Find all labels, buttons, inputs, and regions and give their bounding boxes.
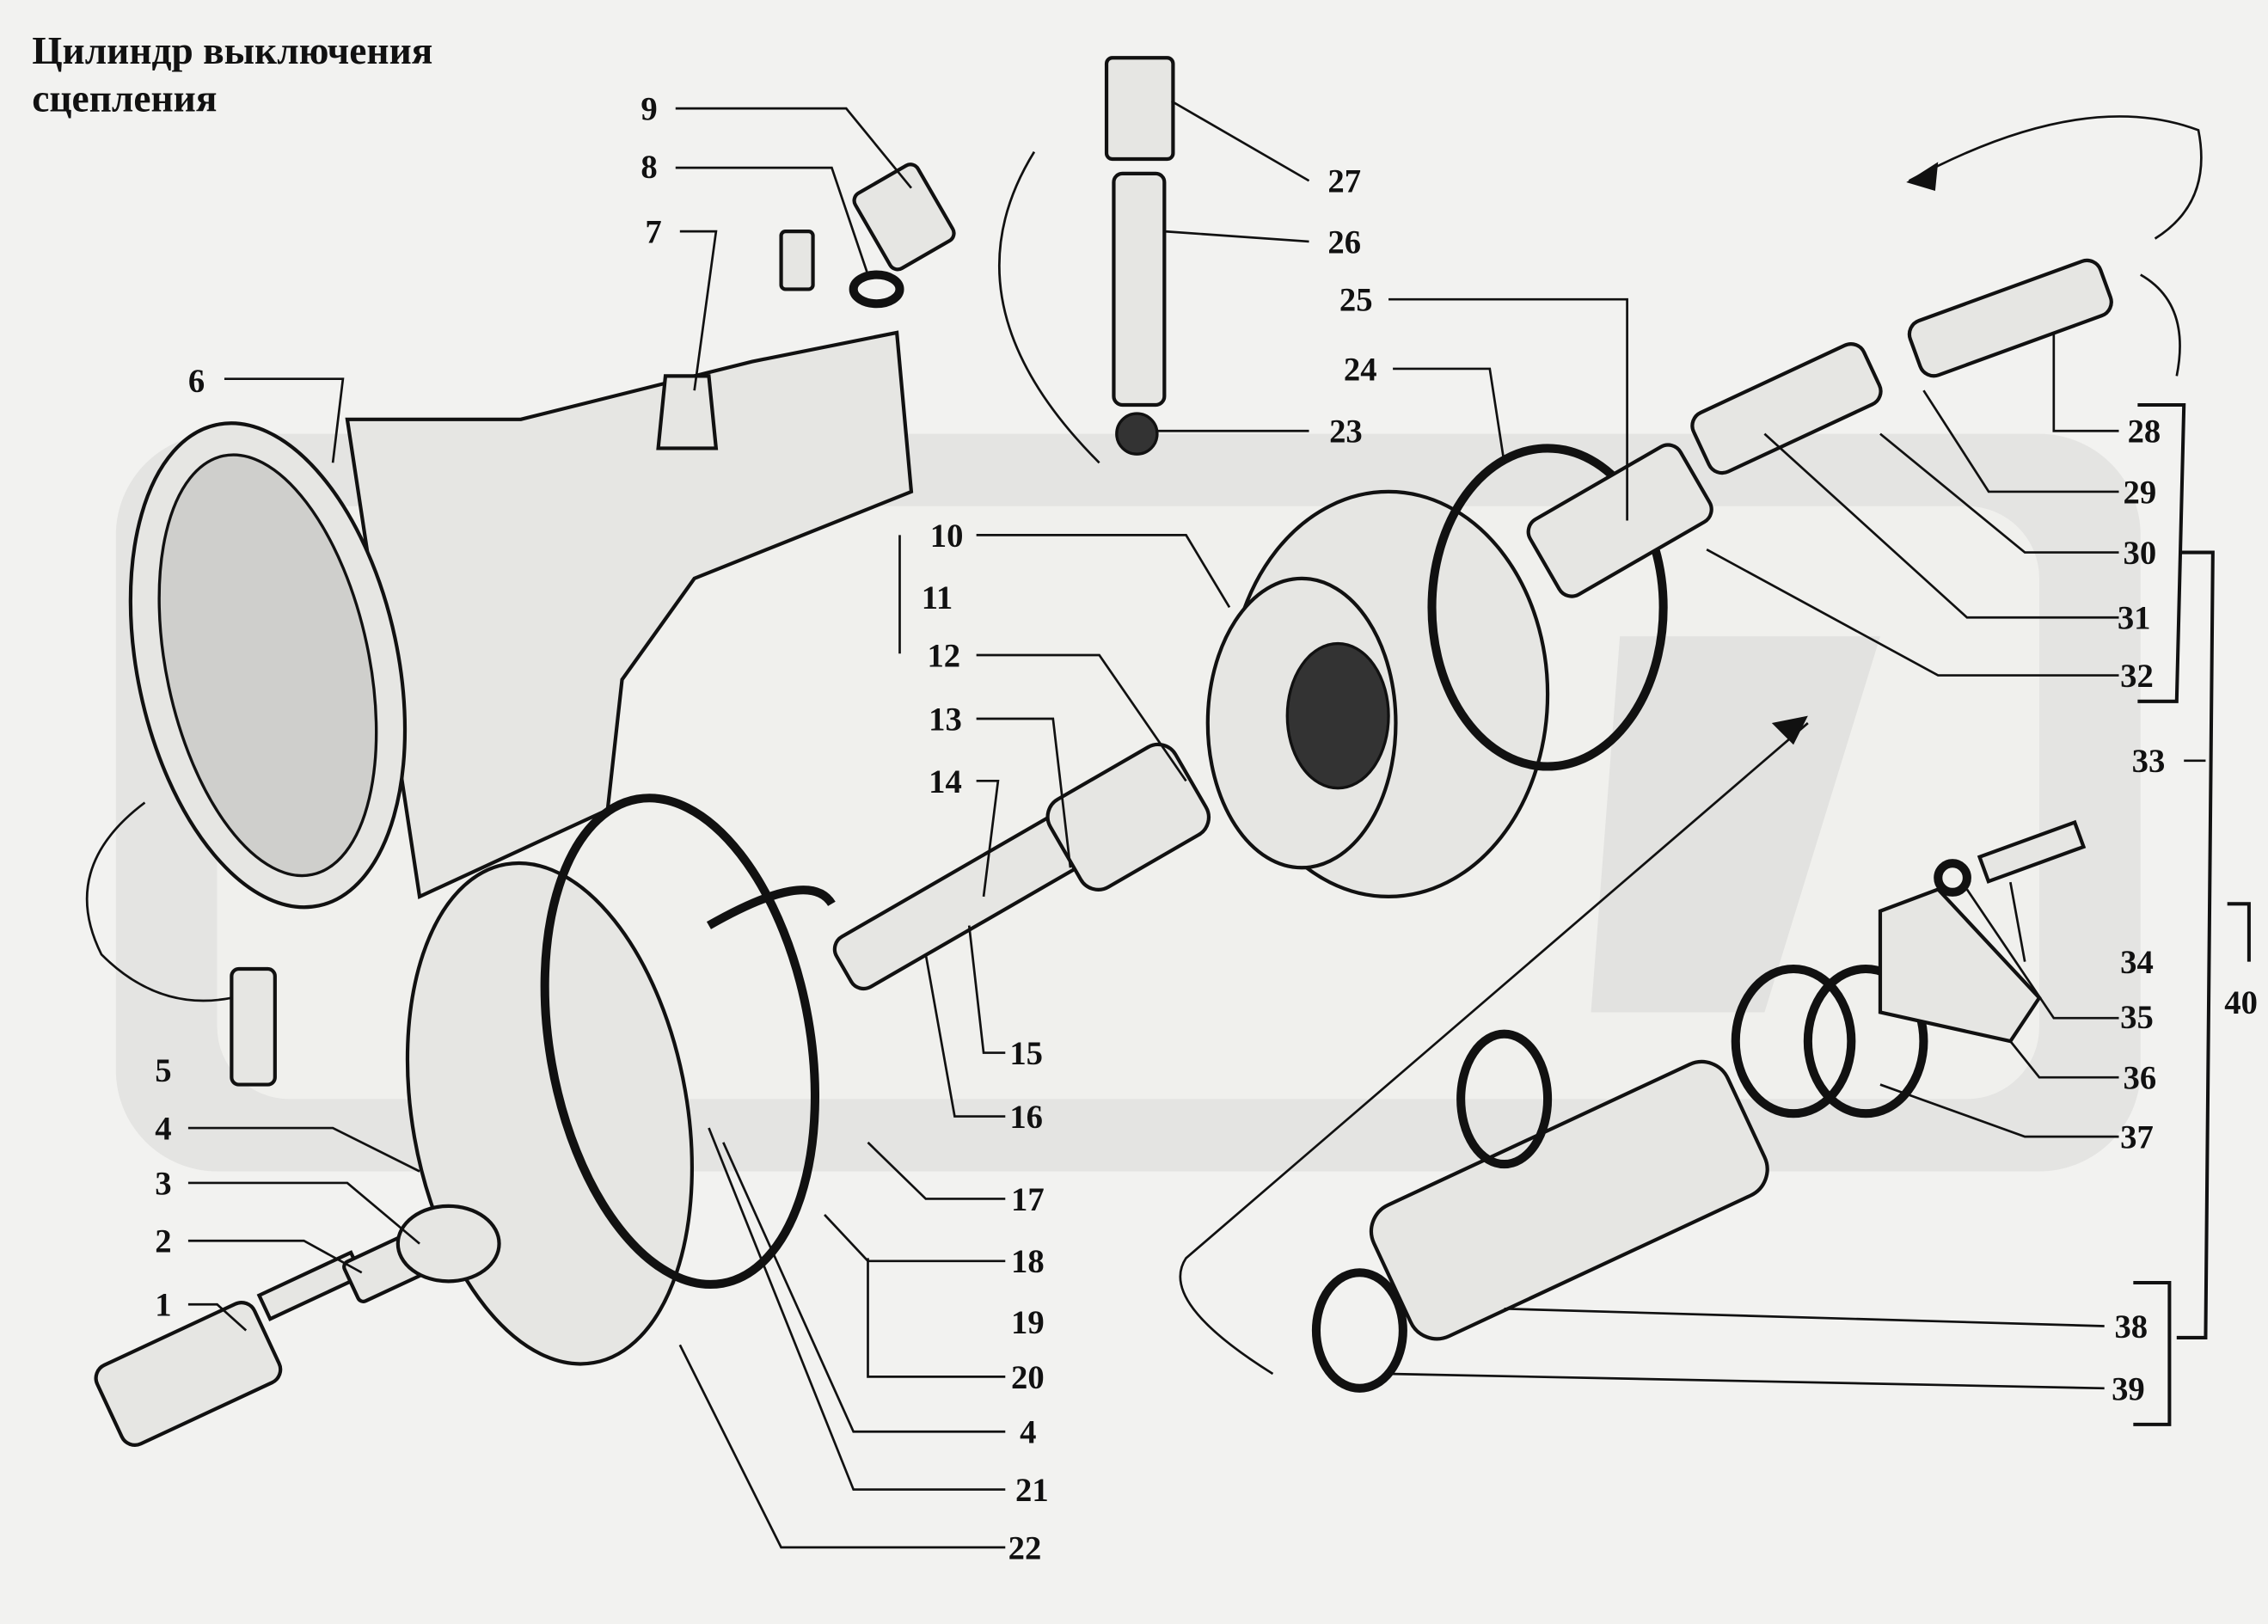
callout-14: 14 <box>929 764 962 800</box>
callout-37: 37 <box>2120 1120 2154 1156</box>
leader-lines <box>187 100 2251 1549</box>
callout-12: 12 <box>927 638 960 674</box>
callout-7: 7 <box>645 215 661 251</box>
callout-4-lower: 4 <box>1020 1415 1036 1451</box>
callout-19: 19 <box>1011 1305 1045 1341</box>
flow-arrows <box>85 115 2203 1376</box>
callout-34: 34 <box>2120 945 2154 981</box>
callout-29: 29 <box>2124 475 2157 511</box>
callout-9: 9 <box>641 92 657 128</box>
callout-33: 33 <box>2132 744 2166 780</box>
callout-22: 22 <box>1008 1530 1042 1566</box>
diagram-title-line1: Цилиндр выключения <box>32 29 432 72</box>
piston <box>1205 489 1550 899</box>
o-ring-24 <box>1427 444 1668 771</box>
callout-5: 5 <box>155 1053 171 1089</box>
callout-31: 31 <box>2118 601 2151 637</box>
callout-38: 38 <box>2114 1309 2148 1345</box>
callout-labels: 1 2 3 4 5 6 7 8 9 10 11 12 13 14 15 16 1… <box>155 92 2258 1567</box>
callout-17: 17 <box>1011 1182 1045 1218</box>
callout-32: 32 <box>2120 659 2154 695</box>
callout-10: 10 <box>930 518 964 555</box>
callout-40: 40 <box>2224 985 2258 1021</box>
callout-20: 20 <box>1011 1360 1045 1396</box>
callout-39: 39 <box>2112 1371 2145 1407</box>
callout-3: 3 <box>155 1166 171 1202</box>
callout-18: 18 <box>1011 1244 1045 1280</box>
callout-11: 11 <box>922 580 953 616</box>
diagram-title-line2: сцепления <box>32 77 217 120</box>
callout-1: 1 <box>155 1288 171 1324</box>
callout-30: 30 <box>2124 536 2157 572</box>
cylinder-housing <box>128 230 914 910</box>
callout-26: 26 <box>1327 224 1361 260</box>
callout-24: 24 <box>1344 352 1377 388</box>
callout-6: 6 <box>188 364 205 400</box>
callout-36: 36 <box>2124 1061 2157 1097</box>
callout-15: 15 <box>1009 1036 1043 1072</box>
callout-2: 2 <box>155 1224 171 1260</box>
callout-8: 8 <box>641 150 657 186</box>
small-parts <box>94 56 2113 1447</box>
callout-16: 16 <box>1009 1100 1043 1136</box>
callout-23: 23 <box>1329 414 1363 450</box>
callout-28: 28 <box>2128 414 2161 450</box>
callout-27: 27 <box>1327 164 1361 200</box>
callout-13: 13 <box>929 702 962 738</box>
callout-35: 35 <box>2120 1000 2154 1036</box>
callout-4: 4 <box>155 1111 171 1147</box>
callout-21: 21 <box>1015 1473 1049 1509</box>
callout-25: 25 <box>1339 283 1373 319</box>
